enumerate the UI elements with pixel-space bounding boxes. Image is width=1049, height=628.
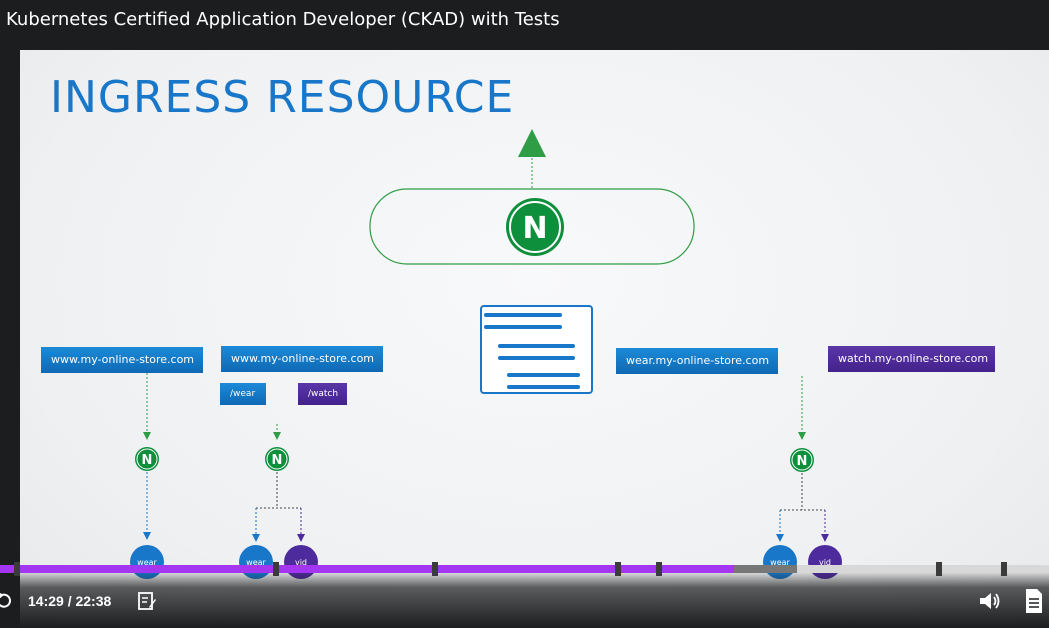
url-box-1: www.my-online-store.com <box>41 347 203 373</box>
svg-text:N: N <box>797 454 808 469</box>
chapter-marker[interactable] <box>1000 562 1007 576</box>
path-watch: /watch <box>298 383 347 405</box>
time-display: 14:29 / 22:38 <box>28 593 112 609</box>
ingress-controller-box <box>369 188 695 265</box>
ingress-diagram: N N wear N <box>130 129 842 579</box>
svg-text:N: N <box>142 453 153 468</box>
chapter-marker[interactable] <box>614 562 621 576</box>
course-title: Kubernetes Certified Application Develop… <box>6 9 560 30</box>
svg-text:wear: wear <box>770 558 790 567</box>
nginx-small-icon: N <box>790 448 814 472</box>
up-arrow-icon <box>518 129 546 157</box>
url-box-wear: wear.my-online-store.com <box>616 348 778 374</box>
nginx-logo-icon: N <box>506 198 564 256</box>
chapter-marker[interactable] <box>13 562 20 576</box>
url-box-2: www.my-online-store.com <box>221 346 383 372</box>
transcript-icon[interactable] <box>1024 588 1044 614</box>
nginx-letter: N <box>522 211 547 246</box>
notes-icon[interactable] <box>137 591 157 611</box>
url-box-watch: watch.my-online-store.com <box>828 346 995 372</box>
svg-text:wear: wear <box>246 558 266 567</box>
chapter-marker[interactable] <box>935 562 942 576</box>
video-frame[interactable]: INGRESS RESOURCE N N <box>20 50 1049 628</box>
chapter-marker[interactable] <box>272 562 279 576</box>
ingress-resource-document-icon <box>480 305 593 394</box>
player-controls <box>0 570 1049 628</box>
chapter-marker[interactable] <box>655 562 662 576</box>
nginx-small-icon: N <box>265 447 289 471</box>
player-left-edge <box>0 50 20 628</box>
chapter-marker[interactable] <box>432 562 439 576</box>
svg-text:vid: vid <box>819 558 831 567</box>
volume-icon[interactable] <box>978 590 1002 612</box>
replay-icon[interactable] <box>0 590 12 612</box>
svg-text:wear: wear <box>137 558 157 567</box>
svg-text:vid: vid <box>295 558 307 567</box>
path-wear: /wear <box>220 383 266 405</box>
svg-text:N: N <box>272 453 283 468</box>
title-bar: Kubernetes Certified Application Develop… <box>0 0 1049 50</box>
progress-played <box>0 565 735 573</box>
slide-title: INGRESS RESOURCE <box>50 72 515 123</box>
nginx-small-icon: N <box>135 447 159 471</box>
progress-bar[interactable] <box>0 562 1049 576</box>
